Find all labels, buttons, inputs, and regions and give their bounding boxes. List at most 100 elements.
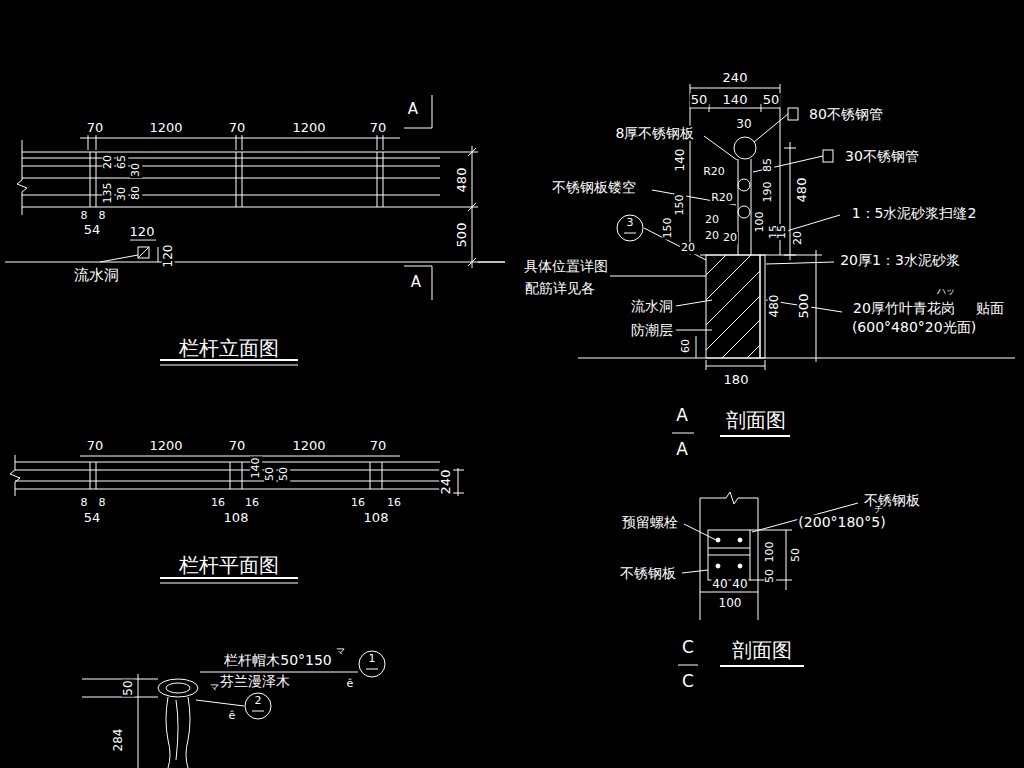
- drawing-label: 8: [80, 497, 89, 509]
- drawing-label: 100: [764, 541, 776, 564]
- drawing-label: 8: [98, 497, 107, 509]
- drawing-label: チ: [873, 505, 884, 514]
- drawing-label: A: [407, 102, 419, 118]
- drawing-label: 150: [674, 194, 686, 217]
- drawing-label: A: [675, 407, 689, 425]
- drawing-label: 20: [722, 232, 738, 244]
- drawing-label: 240: [439, 469, 453, 496]
- drawing-label: A: [410, 275, 422, 291]
- drawing-label: 120: [162, 244, 175, 269]
- drawing-label: 500: [455, 222, 469, 249]
- drawing-label: (200°180°5): [797, 515, 886, 530]
- drawing-label: 15: [776, 224, 788, 240]
- drawing-label: 30不锈钢管: [844, 149, 920, 164]
- drawing-label: 20厚竹叶青花岗: [852, 301, 956, 316]
- section-callout: 2: [244, 692, 272, 720]
- drawing-label: A: [675, 441, 689, 459]
- drawing-label: 1200: [148, 121, 183, 135]
- drawing-label: 480: [455, 167, 469, 194]
- drawing-label: 140: [674, 148, 687, 173]
- drawing-label: 50: [122, 679, 135, 696]
- drawing-label: 16: [244, 497, 260, 509]
- drawing-label: 100: [718, 597, 743, 610]
- drawing-label: 284: [112, 728, 125, 753]
- callout-number: 3: [616, 214, 644, 229]
- drawing-label: ハッ: [936, 287, 956, 296]
- drawing-label: 120: [129, 225, 156, 239]
- drawing-label: 1200: [148, 439, 183, 453]
- drawing-label: 剖面图: [725, 410, 787, 431]
- drawing-label: 栏杆立面图: [178, 338, 280, 359]
- drawing-label: 1200: [291, 439, 326, 453]
- drawing-label: 20: [680, 242, 696, 254]
- drawing-label: 50: [764, 568, 776, 584]
- drawing-label: 50: [790, 547, 802, 563]
- drawing-label: 70: [369, 439, 388, 453]
- drawing-label: 贴面: [975, 301, 1005, 316]
- drawing-label: 8: [80, 210, 89, 222]
- drawing-label: 54: [83, 511, 102, 525]
- plan-lines: [10, 455, 464, 583]
- drawing-label: 480: [795, 177, 809, 204]
- drawing-label: 50: [762, 93, 781, 107]
- drawing-label: 30: [116, 186, 128, 202]
- drawing-label: 150: [662, 217, 674, 240]
- drawing-label: 80不锈钢管: [808, 107, 884, 122]
- drawing-label: 50: [264, 466, 276, 482]
- drawing-label: 具体位置详图: [523, 259, 609, 274]
- drawing-label: 65: [116, 154, 128, 170]
- drawing-label: 1：5水泥砂浆扫缝2: [851, 206, 978, 221]
- drawing-label: C: [681, 639, 695, 657]
- drawing-label: 85: [762, 157, 774, 173]
- callout-number: 2: [244, 692, 272, 707]
- drawing-label: 70: [86, 121, 105, 135]
- drawing-label: 80: [130, 185, 142, 201]
- drawing-label: 30: [735, 118, 752, 131]
- drawing-label: 500: [797, 293, 811, 320]
- drawing-label: 20: [704, 230, 720, 242]
- drawing-label: ê: [228, 710, 237, 722]
- drawing-label: 16: [350, 497, 366, 509]
- drawing-label: 70: [228, 439, 247, 453]
- drawing-label: 108: [223, 511, 250, 525]
- drawing-label: 不锈钢板镂空: [551, 180, 637, 195]
- drawing-label: 16: [386, 497, 402, 509]
- drawing-label: マ: [209, 683, 220, 692]
- drawing-label: 20: [102, 154, 114, 170]
- drawing-label: 50: [278, 466, 290, 482]
- drawing-label: 70: [228, 121, 247, 135]
- drawing-label: 栏杆平面图: [178, 555, 280, 576]
- drawing-label: 70: [86, 439, 105, 453]
- drawing-label: マ: [335, 647, 346, 656]
- drawing-label: 防潮层: [630, 323, 674, 338]
- drawing-label: 芬兰漫泽木: [219, 674, 291, 689]
- drawing-label: 50: [690, 93, 709, 107]
- drawing-label: 140: [722, 93, 749, 107]
- drawing-label: 108: [363, 511, 390, 525]
- drawing-label: R20: [702, 166, 726, 178]
- drawing-label: 栏杆帽木50°150: [223, 653, 333, 668]
- drawing-label: 流水洞: [630, 299, 674, 314]
- drawing-label: (600°480°20光面): [851, 320, 977, 335]
- drawing-label: 配筋详见各: [524, 281, 596, 296]
- section-callout: 1: [358, 650, 386, 678]
- callout-number: 1: [358, 650, 386, 665]
- drawing-label: 180: [723, 373, 750, 387]
- drawing-label: 不锈钢板: [619, 566, 677, 581]
- drawing-label: 8: [98, 210, 107, 222]
- drawing-label: 剖面图: [731, 640, 793, 661]
- drawing-label: 20: [792, 230, 804, 246]
- drawing-label: 60: [680, 338, 692, 354]
- drawing-label: ê: [346, 678, 355, 690]
- drawing-label: 240: [722, 71, 749, 85]
- drawing-label: 54: [83, 223, 102, 237]
- drawing-label: 预留螺栓: [621, 515, 679, 530]
- section-callout: 3: [616, 214, 644, 242]
- drawing-label: 20: [704, 214, 720, 226]
- drawing-label: 8厚不锈钢板: [615, 126, 696, 141]
- drawing-label: 140: [250, 457, 262, 480]
- drawing-label: 480: [768, 294, 781, 319]
- drawing-label: 40: [731, 578, 748, 591]
- drawing-label: 135: [102, 182, 114, 205]
